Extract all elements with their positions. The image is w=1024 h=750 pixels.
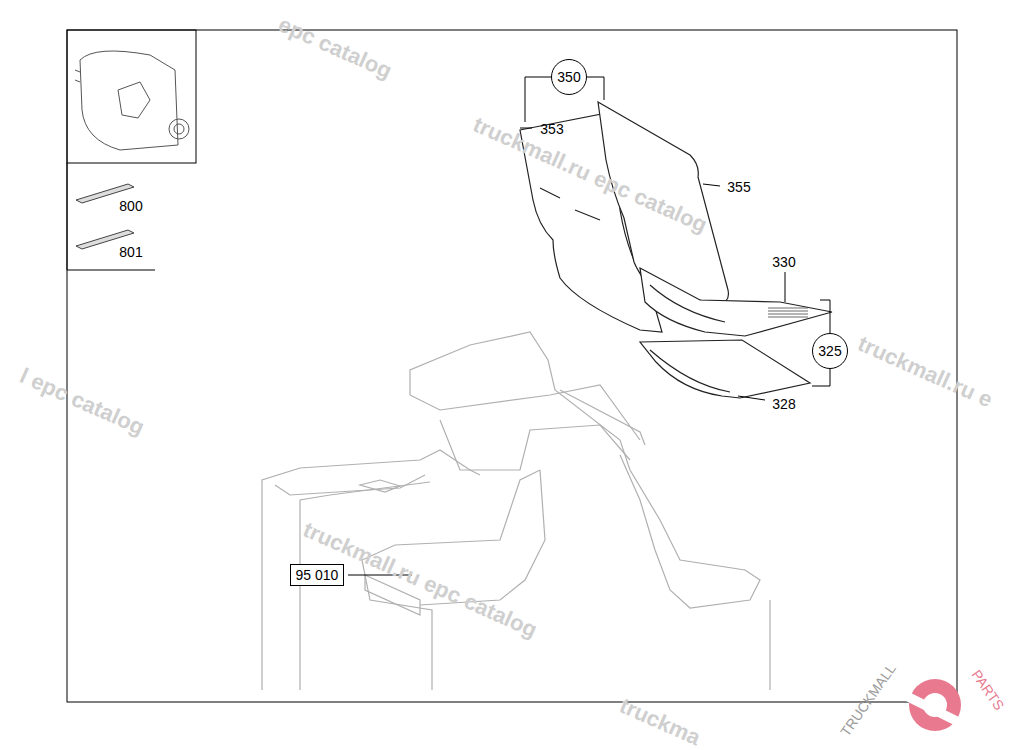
logo-text: TRUCKMALL: [838, 661, 898, 738]
watermark: truckma: [616, 695, 703, 750]
part-number: 801: [119, 245, 142, 259]
reference-box: 95 010: [290, 564, 345, 586]
part-number: 330: [772, 255, 795, 269]
seat-parts: [520, 102, 832, 398]
part-number: 328: [772, 397, 795, 411]
part-number: 355: [727, 180, 750, 194]
watermark: epc catalog: [275, 13, 395, 82]
watermark: l epc catalog: [17, 365, 148, 439]
frame: [67, 30, 957, 702]
part-number: 353: [540, 122, 563, 136]
grille: [768, 308, 808, 317]
callout-circle: 350: [551, 59, 587, 95]
leader-lines: [348, 77, 830, 575]
inset-icon: [75, 51, 189, 150]
logo-gear: [900, 679, 965, 731]
part-number: 800: [119, 199, 142, 213]
watermark: truckmall.ru e: [855, 333, 996, 412]
callout-number: 95 010: [296, 568, 339, 582]
callout-circle: 325: [812, 333, 848, 369]
logo-text: PARTS: [969, 667, 1007, 712]
callout-number: 325: [818, 344, 841, 358]
circle-outline: [813, 334, 848, 369]
callout-number: 350: [557, 70, 580, 84]
circle-outline: [552, 60, 587, 95]
small-parts: [76, 184, 134, 249]
